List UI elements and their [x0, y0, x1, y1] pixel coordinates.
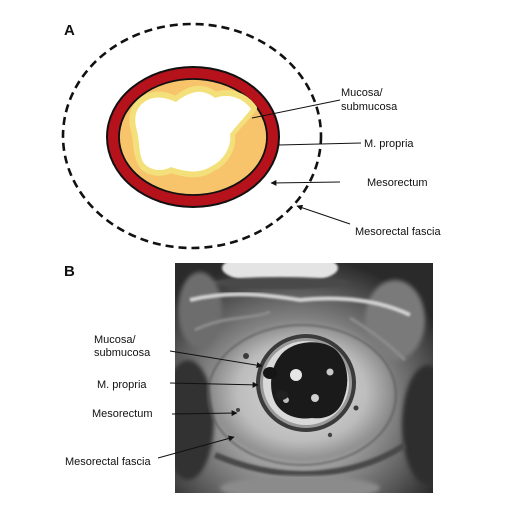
- leader-b-mucosa: [169, 350, 263, 369]
- label-b-mucosa-2: submucosa: [94, 347, 151, 359]
- mri-image: [175, 263, 433, 493]
- label-b-fascia: Mesorectal fascia: [65, 456, 151, 468]
- leader-propria: [278, 142, 362, 146]
- label-a-mesorectum: Mesorectum: [367, 177, 428, 189]
- label-a-propria: M. propria: [364, 138, 414, 150]
- label-b-mucosa-1: Mucosa/: [94, 334, 137, 346]
- label-a-fascia: Mesorectal fascia: [355, 226, 441, 238]
- leader-mucosa: [251, 99, 341, 119]
- label-b-mesorectum: Mesorectum: [92, 408, 153, 420]
- lumen: [135, 92, 251, 172]
- leader-b-mesorectum: [171, 410, 238, 417]
- mesorectal-fascia-outline: [61, 22, 323, 250]
- leader-fascia: [296, 204, 351, 225]
- label-a-mucosa-2: submucosa: [341, 101, 398, 113]
- panel-a: A Mucosa/ submucosa M. propria Mesorectu…: [61, 22, 441, 250]
- leader-mesorectum: [270, 179, 341, 186]
- panel-b-letter: B: [64, 263, 75, 280]
- leader-b-fascia: [157, 435, 235, 459]
- panel-a-letter: A: [64, 22, 75, 39]
- panel-b: B: [64, 263, 433, 493]
- label-a-mucosa-1: Mucosa/: [341, 87, 384, 99]
- leader-b-propria: [169, 381, 259, 388]
- label-b-propria: M. propria: [97, 379, 147, 391]
